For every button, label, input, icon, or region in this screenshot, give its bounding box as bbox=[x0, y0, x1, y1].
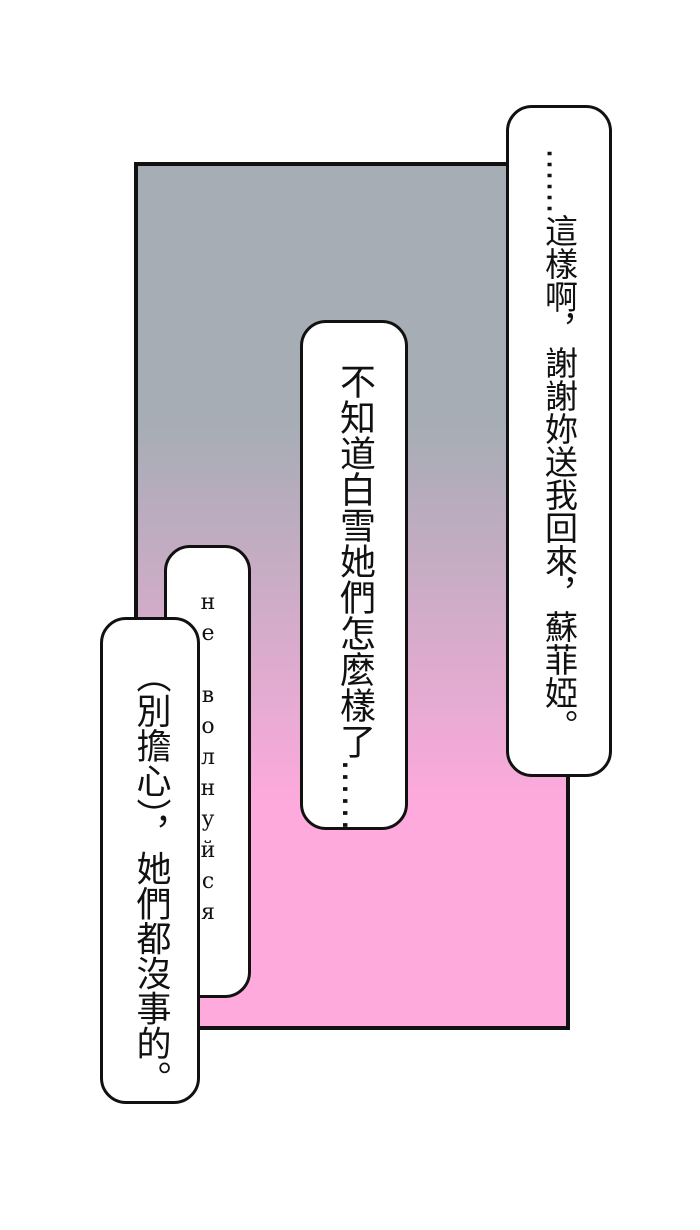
speech-bubble-middle: 不知道白雪她們怎麼樣了…… bbox=[300, 320, 408, 831]
speech-text-right: ……這樣啊，謝謝妳送我回來，蘇菲婭。 bbox=[539, 148, 579, 742]
speech-text-left: （別擔心），她們都沒事的。 bbox=[130, 658, 171, 1096]
speech-bubble-left: （別擔心），她們都沒事的。 bbox=[100, 617, 200, 1104]
speech-text-middle: 不知道白雪她們怎麼樣了…… bbox=[334, 363, 375, 831]
speech-bubble-right: ……這樣啊，謝謝妳送我回來，蘇菲婭。 bbox=[506, 105, 612, 777]
